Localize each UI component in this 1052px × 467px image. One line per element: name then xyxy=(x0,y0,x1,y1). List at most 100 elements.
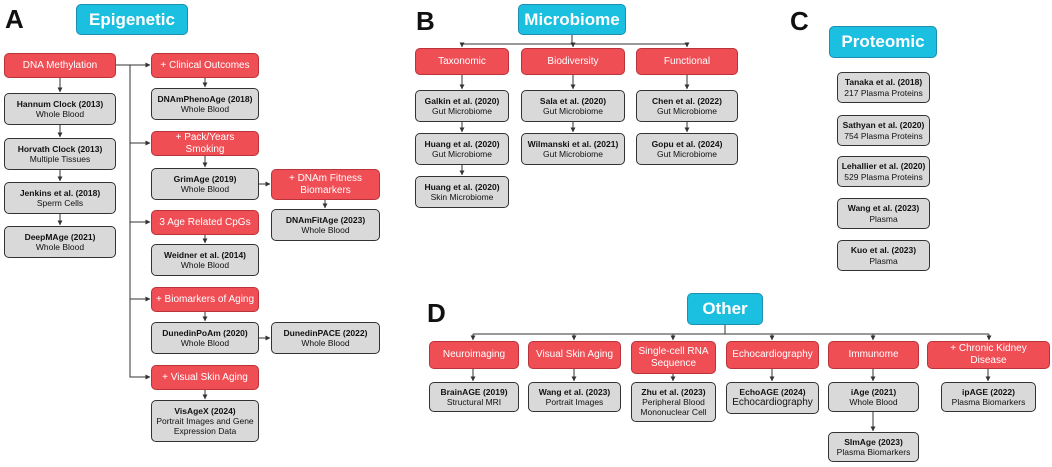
biomarkers-of-aging-category: + Biomarkers of Aging xyxy=(151,287,259,312)
dunedin-pace-box: DunedinPACE (2022) Whole Blood xyxy=(271,322,380,354)
clock-name: Hannum Clock (2013) xyxy=(16,98,104,109)
clock-name: Sala et al. (2020) xyxy=(539,95,607,106)
ipage-box: ipAGE (2022) Plasma Biomarkers xyxy=(941,382,1036,412)
dnam-fitness-biomarkers-category: + DNAm Fitness Biomarkers xyxy=(271,169,380,200)
clock-name: ipAGE (2022) xyxy=(962,386,1015,397)
clock-name: iAge (2021) xyxy=(850,386,897,397)
clock-name: Wilmanski et al. (2021) xyxy=(527,138,619,149)
clock-name: Tanaka et al. (2018) xyxy=(844,77,923,88)
lehallier-box: Lehallier et al. (2020) 529 Plasma Prote… xyxy=(837,156,930,187)
other-header: Other xyxy=(687,293,763,325)
clock-tissue: Whole Blood xyxy=(301,225,350,235)
echoage-box: EchoAGE (2024) Echocardiography xyxy=(726,382,819,414)
jenkins-clock-box: Jenkins et al. (2018) Sperm Cells xyxy=(4,182,116,214)
neuroimaging-category: Neuroimaging xyxy=(429,341,519,369)
dunedin-poam-box: DunedinPoAm (2020) Whole Blood xyxy=(151,322,259,354)
clock-data-line-2: Expression Data xyxy=(173,426,237,437)
clock-source: Plasma Biomarkers xyxy=(836,447,911,457)
weidner-box: Weidner et al. (2014) Whole Blood xyxy=(151,244,259,276)
clock-tissue: Sperm Cells xyxy=(36,198,84,208)
huang-skin-box: Huang et al. (2020) Skin Microbiome xyxy=(415,176,509,208)
dnam-phenoage-box: DNAmPhenoAge (2018) Whole Blood xyxy=(151,88,259,120)
clock-tissue: Whole Blood xyxy=(301,338,350,348)
kuo-box: Kuo et al. (2023) Plasma xyxy=(837,240,930,271)
rna-line-1: Single-cell RNA xyxy=(638,345,709,357)
functional-category: Functional xyxy=(636,48,738,75)
clock-tissue: Multiple Tissues xyxy=(29,154,91,164)
clock-name: Sathyan et al. (2020) xyxy=(842,120,925,131)
panel-letter-a: A xyxy=(5,4,24,34)
clock-source: Plasma xyxy=(869,255,898,266)
dnam-fitage-box: DNAmFitAge (2023) Whole Blood xyxy=(271,209,380,241)
galkin-box: Galkin et al. (2020) Gut Microbiome xyxy=(415,90,509,122)
clock-name: Wang et al. (2023) xyxy=(538,386,611,397)
clock-name: DeepMAge (2021) xyxy=(24,231,96,242)
clock-name: Jenkins et al. (2018) xyxy=(19,187,101,198)
simage-box: SImAge (2023) Plasma Biomarkers xyxy=(828,432,919,462)
clock-name: GrimAge (2019) xyxy=(173,173,237,184)
clock-name: Lehallier et al. (2020) xyxy=(841,161,926,172)
sala-box: Sala et al. (2020) Gut Microbiome xyxy=(521,90,625,122)
microbiome-header: Microbiome xyxy=(518,4,626,35)
clock-source: Gut Microbiome xyxy=(543,149,603,159)
huang-gut-box: Huang et al. (2020) Gut Microbiome xyxy=(415,133,509,165)
chronic-kidney-disease-category: + Chronic Kidney Disease xyxy=(927,341,1050,369)
horvath-clock-box: Horvath Clock (2013) Multiple Tissues xyxy=(4,138,116,170)
clock-name: Horvath Clock (2013) xyxy=(17,143,103,154)
clock-name: Zhu et al. (2023) xyxy=(641,386,706,397)
age-related-cpgs-category: 3 Age Related CpGs xyxy=(151,210,259,235)
clock-source: Gut Microbiome xyxy=(543,106,603,116)
brainage-box: BrainAGE (2019) Structural MRI xyxy=(429,382,519,412)
wilmanski-box: Wilmanski et al. (2021) Gut Microbiome xyxy=(521,133,625,165)
pack-years-smoking-category: + Pack/Years Smoking xyxy=(151,131,259,156)
panel-letter-d: D xyxy=(427,298,446,328)
gopu-box: Gopu et al. (2024) Gut Microbiome xyxy=(636,133,738,165)
clock-source: Whole Blood xyxy=(849,397,898,407)
clock-source: Gut Microbiome xyxy=(657,149,717,159)
connector-6 xyxy=(116,64,151,146)
clock-source: Echocardiography xyxy=(732,397,813,409)
connector-9 xyxy=(129,299,151,380)
taxonomic-category: Taxonomic xyxy=(415,48,509,75)
clock-name: DNAmFitAge (2023) xyxy=(285,214,366,225)
clock-source: Plasma xyxy=(869,213,898,224)
clock-source-line-1: Peripheral Blood xyxy=(642,396,705,407)
chen-box: Chen et al. (2022) Gut Microbiome xyxy=(636,90,738,122)
clock-source-line-2: Mononuclear Cell xyxy=(640,407,707,418)
clock-name: Galkin et al. (2020) xyxy=(424,95,500,106)
visual-skin-aging-other-category: Visual Skin Aging xyxy=(528,341,621,369)
fitness-line-2: Biomarkers xyxy=(300,184,351,196)
rna-line-2: Sequence xyxy=(650,357,697,369)
connector-7 xyxy=(129,143,151,225)
clock-name: DunedinPoAm (2020) xyxy=(162,327,248,338)
clock-name: VisAgeX (2024) xyxy=(174,405,236,416)
clock-source: Gut Microbiome xyxy=(657,106,717,116)
clock-name: Gopu et al. (2024) xyxy=(651,138,723,149)
clock-tissue: Whole Blood xyxy=(35,242,85,252)
connector-8 xyxy=(129,222,151,302)
epigenetic-header: Epigenetic xyxy=(76,4,188,35)
clock-name: DNAmPhenoAge (2018) xyxy=(157,93,253,104)
dna-methylation-category: DNA Methylation xyxy=(4,53,116,78)
clock-source: Portrait Images xyxy=(545,397,604,407)
clock-source: Plasma Biomarkers xyxy=(951,397,1026,407)
clock-name: Chen et al. (2022) xyxy=(652,95,722,106)
visagex-box: VisAgeX (2024) Portrait Images and Gene … xyxy=(151,400,259,442)
clinical-outcomes-category: + Clinical Outcomes xyxy=(151,53,259,78)
hannum-clock-box: Hannum Clock (2013) Whole Blood xyxy=(4,93,116,125)
clock-name: Kuo et al. (2023) xyxy=(850,245,917,256)
clock-tissue: Whole Blood xyxy=(180,104,230,114)
clock-name: Weidner et al. (2014) xyxy=(163,249,247,260)
single-cell-rna-category: Single-cell RNA Sequence xyxy=(631,341,716,374)
echocardiography-category: Echocardiography xyxy=(726,341,819,369)
panel-letter-c: C xyxy=(790,6,809,36)
clock-name: DunedinPACE (2022) xyxy=(283,327,368,338)
grimage-box: GrimAge (2019) Whole Blood xyxy=(151,168,259,200)
tanaka-box: Tanaka et al. (2018) 217 Plasma Proteins xyxy=(837,72,930,103)
proteomic-header: Proteomic xyxy=(829,26,937,58)
clock-tissue: Whole Blood xyxy=(180,338,230,348)
clock-name: BrainAGE (2019) xyxy=(440,386,508,397)
clock-name: Huang et al. (2020) xyxy=(424,138,500,149)
fitness-line-1: + DNAm Fitness xyxy=(288,172,363,184)
